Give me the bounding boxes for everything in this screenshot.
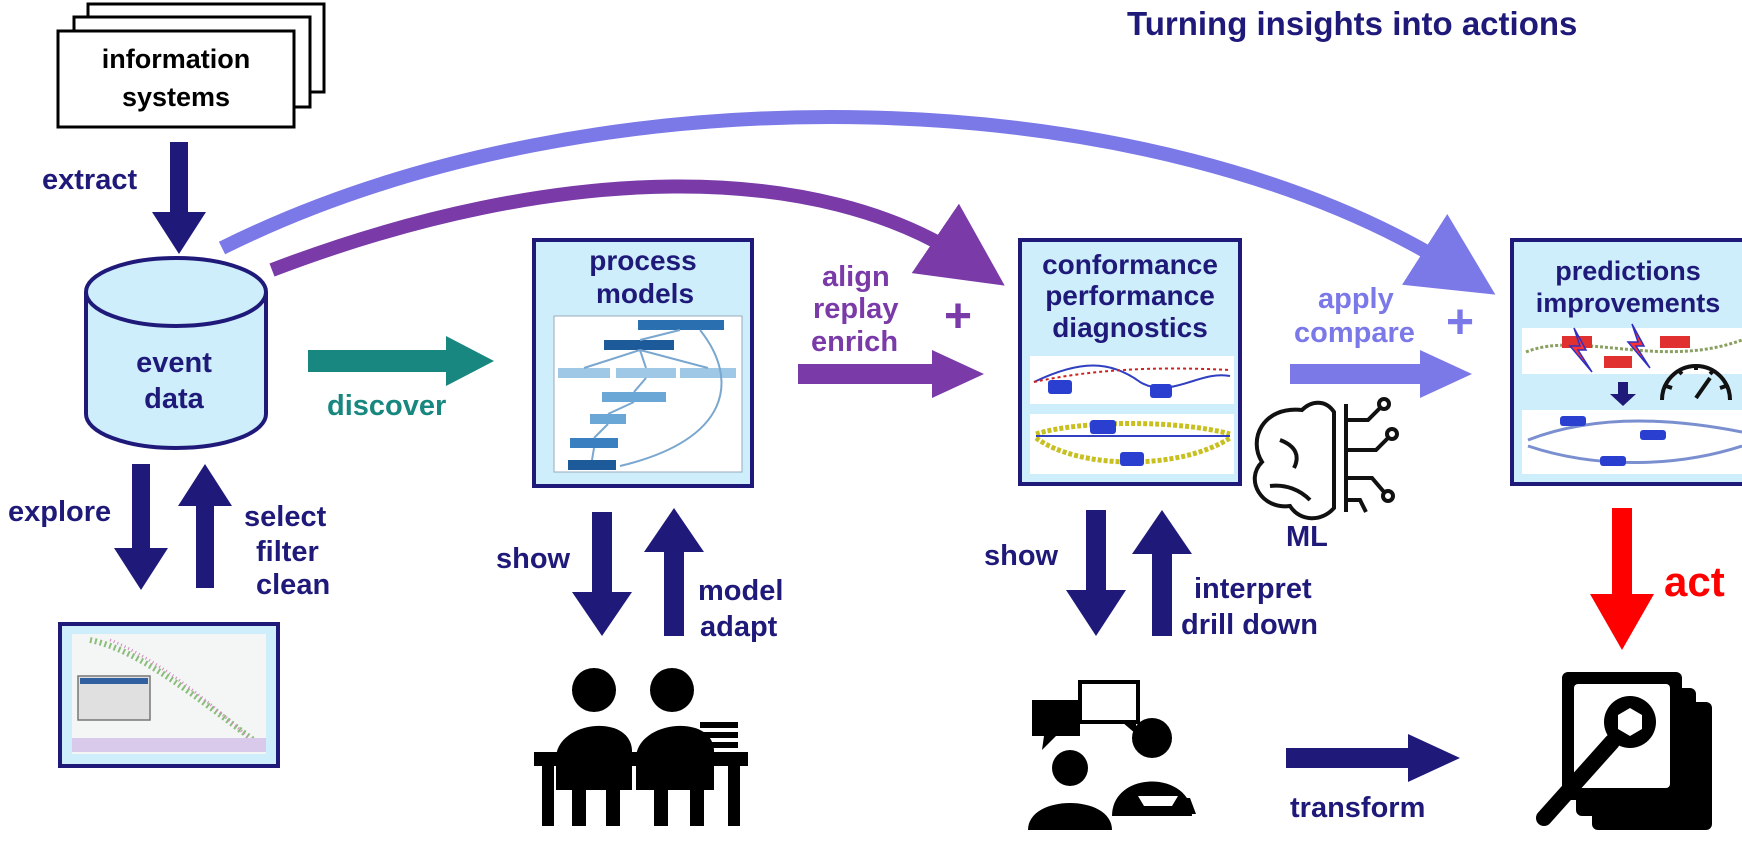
align-arrow (798, 350, 984, 398)
people-at-desk-icon (534, 668, 748, 826)
process-models-title-1: process (589, 245, 696, 276)
apply-label-1: apply (1318, 283, 1394, 315)
explore-arrow (114, 464, 168, 590)
predictions-title-2: improvements (1536, 288, 1721, 318)
apply-label-2: compare (1294, 317, 1415, 349)
show-conformance-arrow (1066, 510, 1126, 636)
select-label-1: select (244, 501, 327, 533)
interpret-label-1: interpret (1194, 573, 1312, 605)
database-icon (84, 256, 268, 450)
act-arrow (1590, 508, 1654, 650)
interpret-arrow (1132, 510, 1192, 636)
extract-label: extract (42, 164, 137, 196)
presentation-meeting-icon (1028, 680, 1196, 830)
diagram-title: Turning insights into actions (1127, 5, 1577, 42)
curved-arrow-to-predictions (218, 110, 1496, 295)
plus-lavender-icon: + (1446, 296, 1474, 349)
show-conformance-label: show (984, 540, 1059, 572)
extract-arrow (152, 142, 206, 254)
select-arrow (178, 464, 232, 588)
act-label: act (1664, 558, 1725, 605)
align-label-1: align (822, 261, 890, 293)
discover-label: discover (327, 390, 446, 422)
model-adapt-label-1: model (698, 575, 783, 607)
documents-icon (56, 2, 326, 129)
align-label-2: replay (813, 293, 898, 325)
model-adapt-arrow (644, 508, 704, 636)
wrench-tool-icon (1536, 672, 1712, 830)
source-label-1: information (102, 44, 251, 74)
explore-label: explore (8, 496, 111, 528)
discover-arrow (308, 336, 494, 386)
process-models-title-2: models (596, 278, 694, 309)
process-models-card (532, 238, 754, 488)
event-data-label-2: data (144, 383, 205, 415)
transform-label: transform (1290, 792, 1425, 824)
source-label-2: systems (122, 82, 230, 112)
model-adapt-label-2: adapt (700, 611, 778, 643)
brain-circuit-icon (1252, 397, 1399, 521)
select-label-2: filter (256, 536, 319, 568)
gauge-icon (1660, 364, 1732, 401)
conformance-title-2: performance (1045, 280, 1215, 311)
event-data-label-1: event (136, 347, 212, 379)
lightning-icon (1626, 323, 1651, 369)
conformance-card (1018, 238, 1242, 486)
event-log-thumbnail (58, 622, 280, 768)
align-label-3: enrich (811, 326, 898, 358)
predictions-title-1: predictions (1555, 256, 1701, 286)
select-label-3: clean (256, 569, 330, 601)
show-models-label: show (496, 543, 571, 575)
lightning-icon (1568, 327, 1593, 373)
transform-arrow (1286, 734, 1460, 782)
interpret-label-2: drill down (1181, 609, 1318, 641)
conformance-title-1: conformance (1042, 249, 1218, 280)
apply-arrow (1290, 350, 1472, 398)
conformance-title-3: diagnostics (1052, 312, 1208, 343)
show-models-arrow (572, 512, 632, 636)
curved-arrow-to-conformance (269, 179, 1005, 286)
ml-label: ML (1286, 521, 1328, 553)
plus-purple-icon: + (944, 290, 972, 343)
